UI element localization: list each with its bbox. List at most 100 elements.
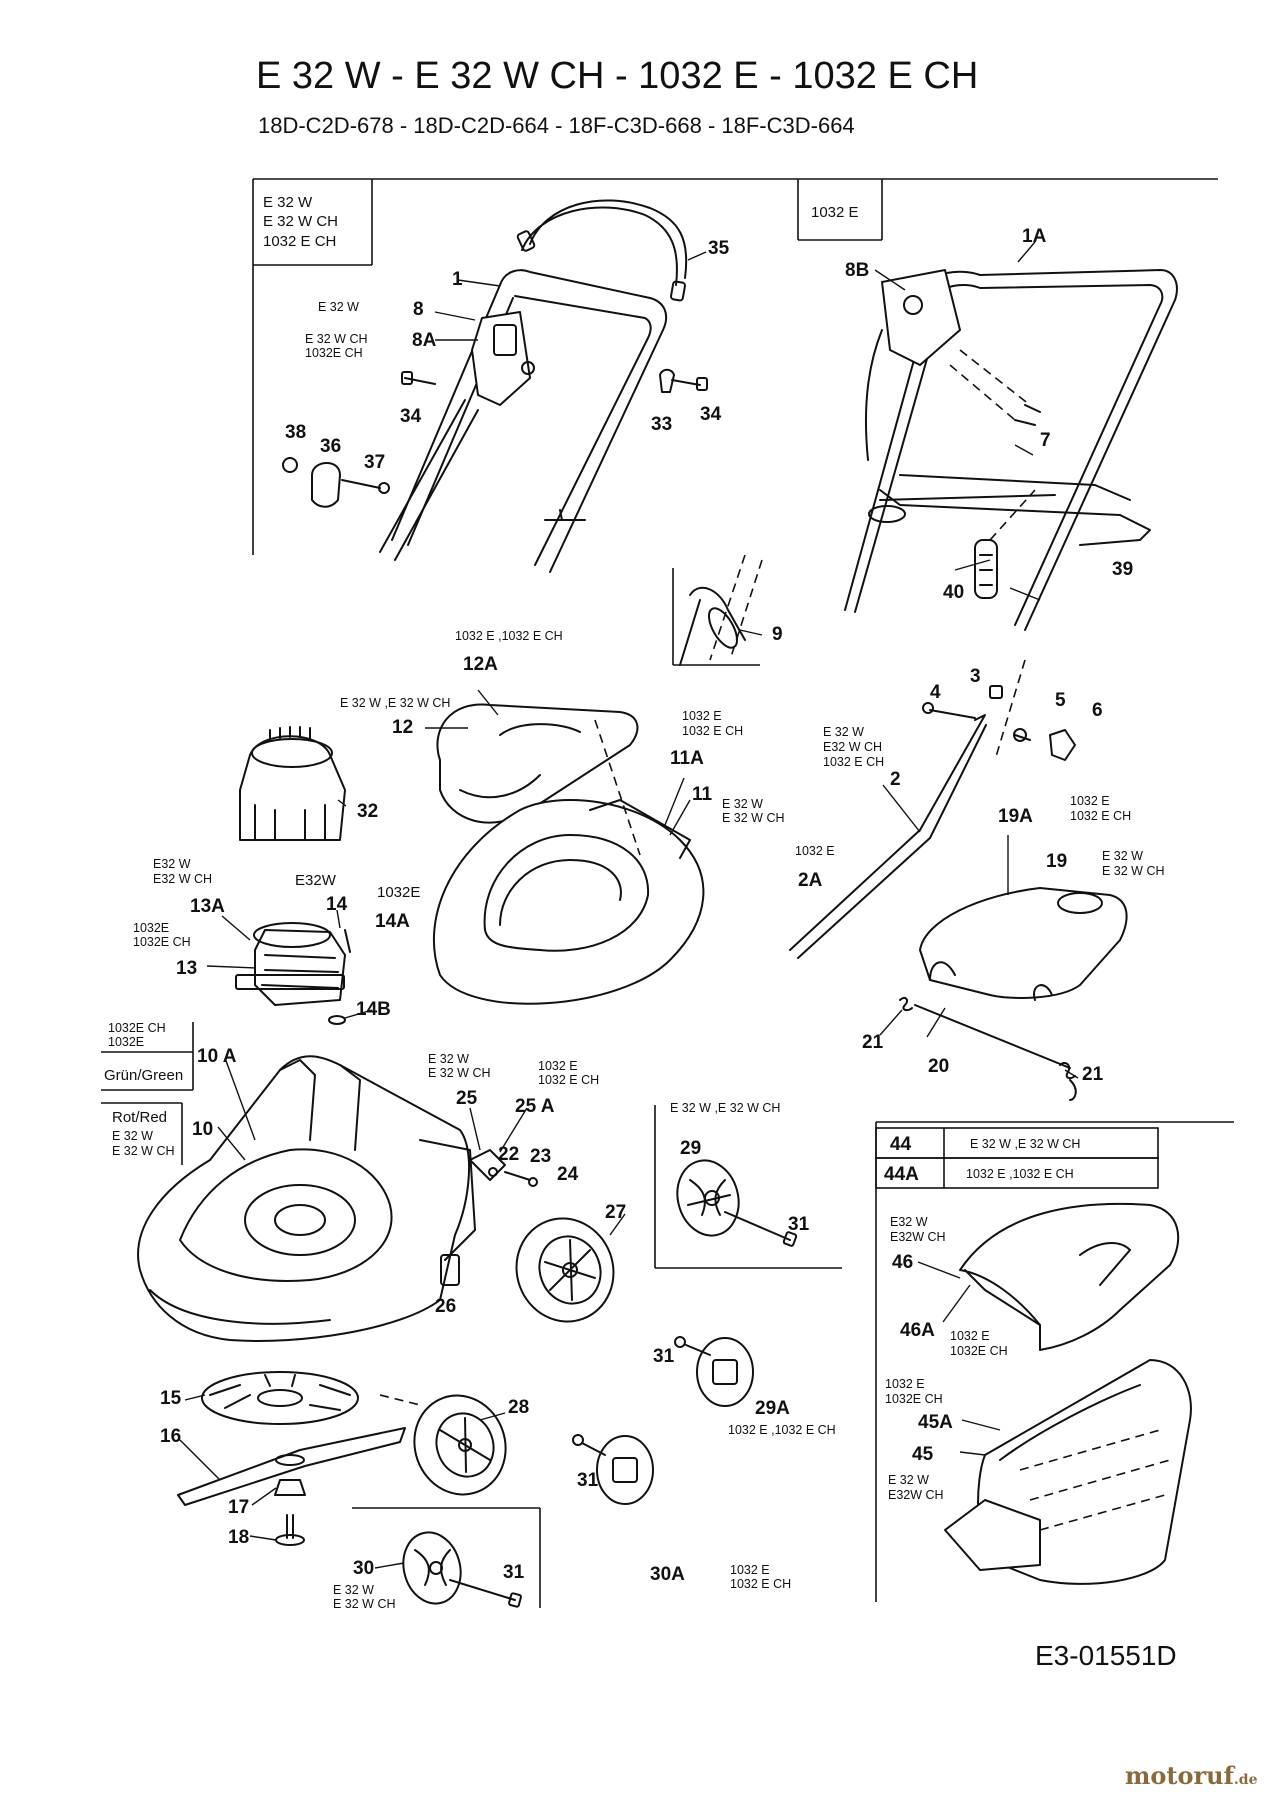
legend-table: 44 E 32 W ,E 32 W CH 44A 1032 E ,1032 E … (875, 1127, 1159, 1189)
label-10: 10 (192, 1119, 213, 1140)
label-2a: 2A (798, 870, 823, 891)
model-box-line-3: 1032 E CH (263, 233, 336, 250)
note-8a-2: 1032E CH (305, 346, 363, 360)
motor-cover (239, 726, 346, 841)
note-11a-2: 1032 E CH (682, 724, 743, 738)
label-11a: 11A (670, 748, 704, 769)
rear-deflector (919, 887, 1128, 1001)
wheels (413, 1217, 615, 1496)
label-16: 16 (160, 1426, 181, 1447)
leader-lines (179, 241, 1079, 1569)
grass-bag-frame (959, 1202, 1180, 1351)
note-25a-1: 1032 E (538, 1059, 578, 1073)
model-box-top-right: 1032 E (811, 204, 859, 221)
label-8a: 8A (412, 330, 437, 351)
legend-part-44: 44 (890, 1134, 912, 1155)
label-20: 20 (928, 1056, 949, 1077)
frame-lines (101, 178, 1234, 1608)
note-8: E 32 W (318, 300, 359, 314)
note-8a-1: E 32 W CH (305, 332, 368, 346)
mower-deck (137, 1055, 476, 1342)
note-46a-1: 1032 E (950, 1329, 990, 1343)
label-45: 45 (912, 1444, 934, 1465)
label-36: 36 (320, 436, 341, 457)
note-13-1: E32 W (153, 857, 191, 871)
note-2a: 1032 E (795, 844, 835, 858)
note-45a-1: 1032 E (885, 1377, 925, 1391)
label-35: 35 (708, 238, 730, 259)
label-21-left: 21 (862, 1032, 884, 1053)
label-8: 8 (413, 299, 424, 320)
grass-box-cover (436, 703, 639, 824)
note-25a-2: 1032 E CH (538, 1073, 599, 1087)
note-10a-1: 1032E CH (108, 1021, 166, 1035)
label-31-c: 31 (577, 1470, 599, 1491)
note-10-2: E 32 W CH (112, 1144, 175, 1158)
fan-and-blade (177, 1371, 421, 1546)
label-13a: 13A (190, 896, 225, 917)
note-46a-2: 1032E CH (950, 1344, 1008, 1358)
note-10-1: E 32 W (112, 1129, 153, 1143)
model-box-top-left: E 32 W E 32 W CH 1032 E CH (263, 194, 338, 250)
label-10a: 10 A (197, 1046, 237, 1067)
label-26: 26 (435, 1296, 456, 1317)
hub-caps (402, 1159, 798, 1608)
note-14a: 1032E (377, 884, 420, 901)
note-14: E32W (295, 872, 337, 889)
label-38: 38 (285, 422, 306, 443)
legend-models-44: E 32 W ,E 32 W CH (970, 1137, 1080, 1151)
label-3: 3 (970, 666, 981, 687)
note-11a-1: 1032 E (682, 709, 722, 723)
detail-clip-9 (679, 554, 763, 666)
motor (235, 922, 351, 1025)
grass-bag (944, 1359, 1192, 1585)
note-45a-2: 1032E CH (885, 1392, 943, 1406)
label-25a: 25 A (515, 1096, 555, 1117)
legend-models-44a: 1032 E ,1032 E CH (966, 1167, 1074, 1181)
watermark-logo: motoruf.de (1125, 1761, 1258, 1790)
note-2-3: 1032 E CH (823, 755, 884, 769)
label-8b: 8B (845, 260, 869, 281)
note-25-1: E 32 W (428, 1052, 469, 1066)
lower-handle (789, 659, 1076, 959)
note-30a-2: 1032 E CH (730, 1577, 791, 1591)
part-number-labels: 35 1 8 8A 34 33 34 38 36 37 8B 1A 7 39 4… (160, 226, 1133, 1585)
wire-color-red: Rot/Red (112, 1109, 167, 1126)
label-5: 5 (1055, 690, 1066, 711)
watermark-main: motoruf (1125, 1761, 1236, 1790)
note-19a-1: 1032 E (1070, 794, 1110, 808)
wire-color-green: Grün/Green (104, 1067, 183, 1084)
label-28: 28 (508, 1397, 529, 1418)
note-2-1: E 32 W (823, 725, 864, 739)
label-18: 18 (228, 1527, 249, 1548)
note-45-2: E32W CH (888, 1488, 944, 1502)
note-30-2: E 32 W CH (333, 1597, 396, 1611)
drawing-number: E3-01551D (1035, 1640, 1177, 1671)
watermark-suffix: .de (1234, 1772, 1258, 1788)
note-25-2: E 32 W CH (428, 1066, 491, 1080)
label-9: 9 (772, 624, 783, 645)
handle-assembly-left (282, 199, 708, 573)
label-33: 33 (651, 414, 672, 435)
label-24: 24 (557, 1164, 579, 1185)
label-27: 27 (605, 1202, 626, 1223)
label-11: 11 (692, 784, 713, 805)
label-1: 1 (452, 269, 463, 290)
diagram-subtitle: 18D-C2D-678 - 18D-C2D-664 - 18F-C3D-668 … (258, 113, 855, 138)
label-31-a: 31 (788, 1214, 810, 1235)
label-40: 40 (943, 582, 964, 603)
label-46a: 46A (900, 1320, 935, 1341)
label-31-d: 31 (503, 1562, 525, 1583)
label-15: 15 (160, 1388, 182, 1409)
label-1a: 1A (1022, 226, 1047, 247)
label-21-right: 21 (1082, 1064, 1104, 1085)
label-29: 29 (680, 1138, 701, 1159)
label-2: 2 (890, 769, 901, 790)
note-11-2: E 32 W CH (722, 811, 785, 825)
note-13a-1: 1032E (133, 921, 169, 935)
note-19-1: E 32 W (1102, 849, 1143, 863)
label-30a: 30A (650, 1564, 685, 1585)
label-13: 13 (176, 958, 197, 979)
note-46-2: E32W CH (890, 1230, 946, 1244)
